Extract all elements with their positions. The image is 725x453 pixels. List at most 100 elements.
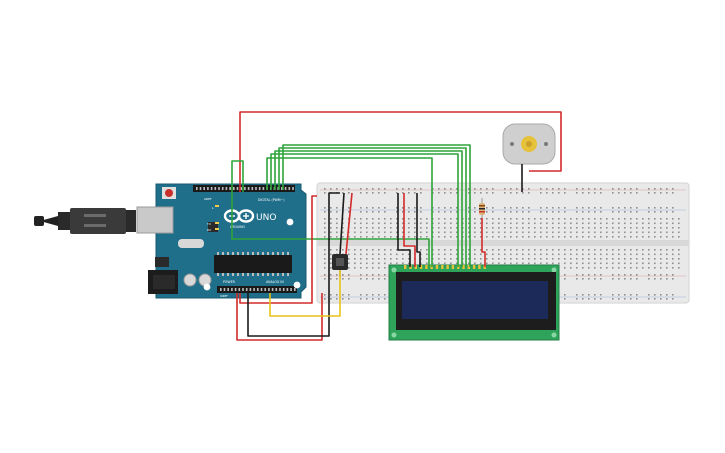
lcd-16x2-display[interactable]: [388, 264, 560, 341]
terminal-hole: [672, 253, 674, 256]
terminal-hole: [450, 236, 452, 238]
terminal-hole: [402, 222, 404, 225]
terminal-hole: [324, 218, 326, 220]
terminal-hole: [384, 258, 386, 260]
terminal-hole: [636, 249, 638, 251]
terminal-hole: [648, 249, 650, 251]
terminal-hole: [372, 231, 374, 234]
digital-pin: [207, 187, 209, 190]
terminal-hole: [390, 231, 392, 234]
terminal-hole: [426, 253, 428, 256]
terminal-hole: [330, 236, 332, 238]
rx-label: RX: [207, 228, 211, 232]
rail-hole: [378, 211, 380, 213]
rail-hole: [630, 274, 632, 276]
rail-hole: [492, 192, 494, 194]
terminal-hole: [660, 231, 662, 234]
terminal-hole: [504, 262, 506, 265]
rail-hole: [672, 188, 674, 190]
power-analog-header-pins[interactable]: [220, 288, 296, 291]
terminal-hole: [582, 253, 584, 256]
rail-hole: [618, 211, 620, 213]
terminal-hole: [444, 262, 446, 265]
terminal-hole: [618, 262, 620, 265]
terminal-hole: [330, 231, 332, 234]
terminal-hole: [570, 227, 572, 229]
rail-hole: [510, 211, 512, 213]
terminal-hole: [456, 236, 458, 238]
rail-hole: [600, 211, 602, 213]
terminal-hole: [594, 218, 596, 220]
terminal-hole: [534, 222, 536, 225]
terminal-hole: [576, 236, 578, 238]
chip-leg: [227, 273, 229, 276]
terminal-hole: [678, 267, 680, 269]
rail-hole: [582, 274, 584, 276]
rail-hole: [486, 207, 488, 209]
rail-hole: [468, 211, 470, 213]
terminal-hole: [588, 267, 590, 269]
rail-hole: [666, 294, 668, 296]
terminal-hole: [504, 236, 506, 238]
terminal-hole: [678, 262, 680, 265]
terminal-hole: [348, 258, 350, 260]
chip-leg: [282, 252, 284, 255]
rail-hole: [576, 278, 578, 280]
rail-hole: [372, 211, 374, 213]
terminal-hole: [648, 258, 650, 260]
chip-leg: [282, 273, 284, 276]
terminal-hole: [444, 218, 446, 220]
terminal-hole: [522, 262, 524, 265]
terminal-hole: [672, 218, 674, 220]
chip-leg: [242, 273, 244, 276]
terminal-hole: [600, 218, 602, 220]
arduino-uno-board[interactable]: UNO ARDUINO DIGITAL (PWM~) AREF POWER AN…: [34, 183, 307, 299]
terminal-hole: [426, 227, 428, 229]
terminal-hole: [516, 258, 518, 260]
reset-button[interactable]: [165, 189, 173, 197]
terminal-hole: [522, 227, 524, 229]
terminal-hole: [558, 236, 560, 238]
rail-hole: [630, 211, 632, 213]
rail-hole: [666, 298, 668, 300]
power-pin: [227, 288, 229, 291]
terminal-hole: [666, 231, 668, 234]
power-pin: [275, 288, 278, 291]
rail-hole: [612, 207, 614, 209]
terminal-hole: [570, 249, 572, 251]
terminal-hole: [606, 267, 608, 269]
terminal-hole: [438, 218, 440, 220]
dc-motor-icon[interactable]: [502, 123, 556, 165]
rail-hole: [618, 188, 620, 190]
rail-hole: [384, 278, 386, 280]
rail-hole: [582, 211, 584, 213]
rail-hole: [666, 192, 668, 194]
terminal-hole: [582, 262, 584, 265]
terminal-hole: [414, 218, 416, 220]
terminal-hole: [672, 267, 674, 269]
power-pin: [282, 288, 285, 291]
rail-hole: [372, 278, 374, 280]
chip-leg: [237, 252, 239, 255]
rail-hole: [360, 294, 362, 296]
terminal-hole: [426, 258, 428, 260]
rail-hole: [648, 298, 650, 300]
rail-hole: [576, 298, 578, 300]
terminal-hole: [606, 236, 608, 238]
terminal-hole: [360, 231, 362, 234]
lcd-pin: [425, 265, 428, 269]
terminal-hole: [660, 258, 662, 260]
terminal-hole: [552, 236, 554, 238]
rail-hole: [660, 278, 662, 280]
terminal-hole: [558, 253, 560, 256]
power-pin: [260, 288, 263, 291]
terminal-hole: [636, 231, 638, 234]
resistor[interactable]: [479, 198, 485, 218]
terminal-hole: [444, 231, 446, 234]
terminal-hole: [510, 227, 512, 229]
terminal-hole: [450, 222, 452, 225]
terminal-hole: [666, 249, 668, 251]
terminal-hole: [624, 249, 626, 251]
rail-hole: [486, 211, 488, 213]
terminal-hole: [474, 231, 476, 234]
